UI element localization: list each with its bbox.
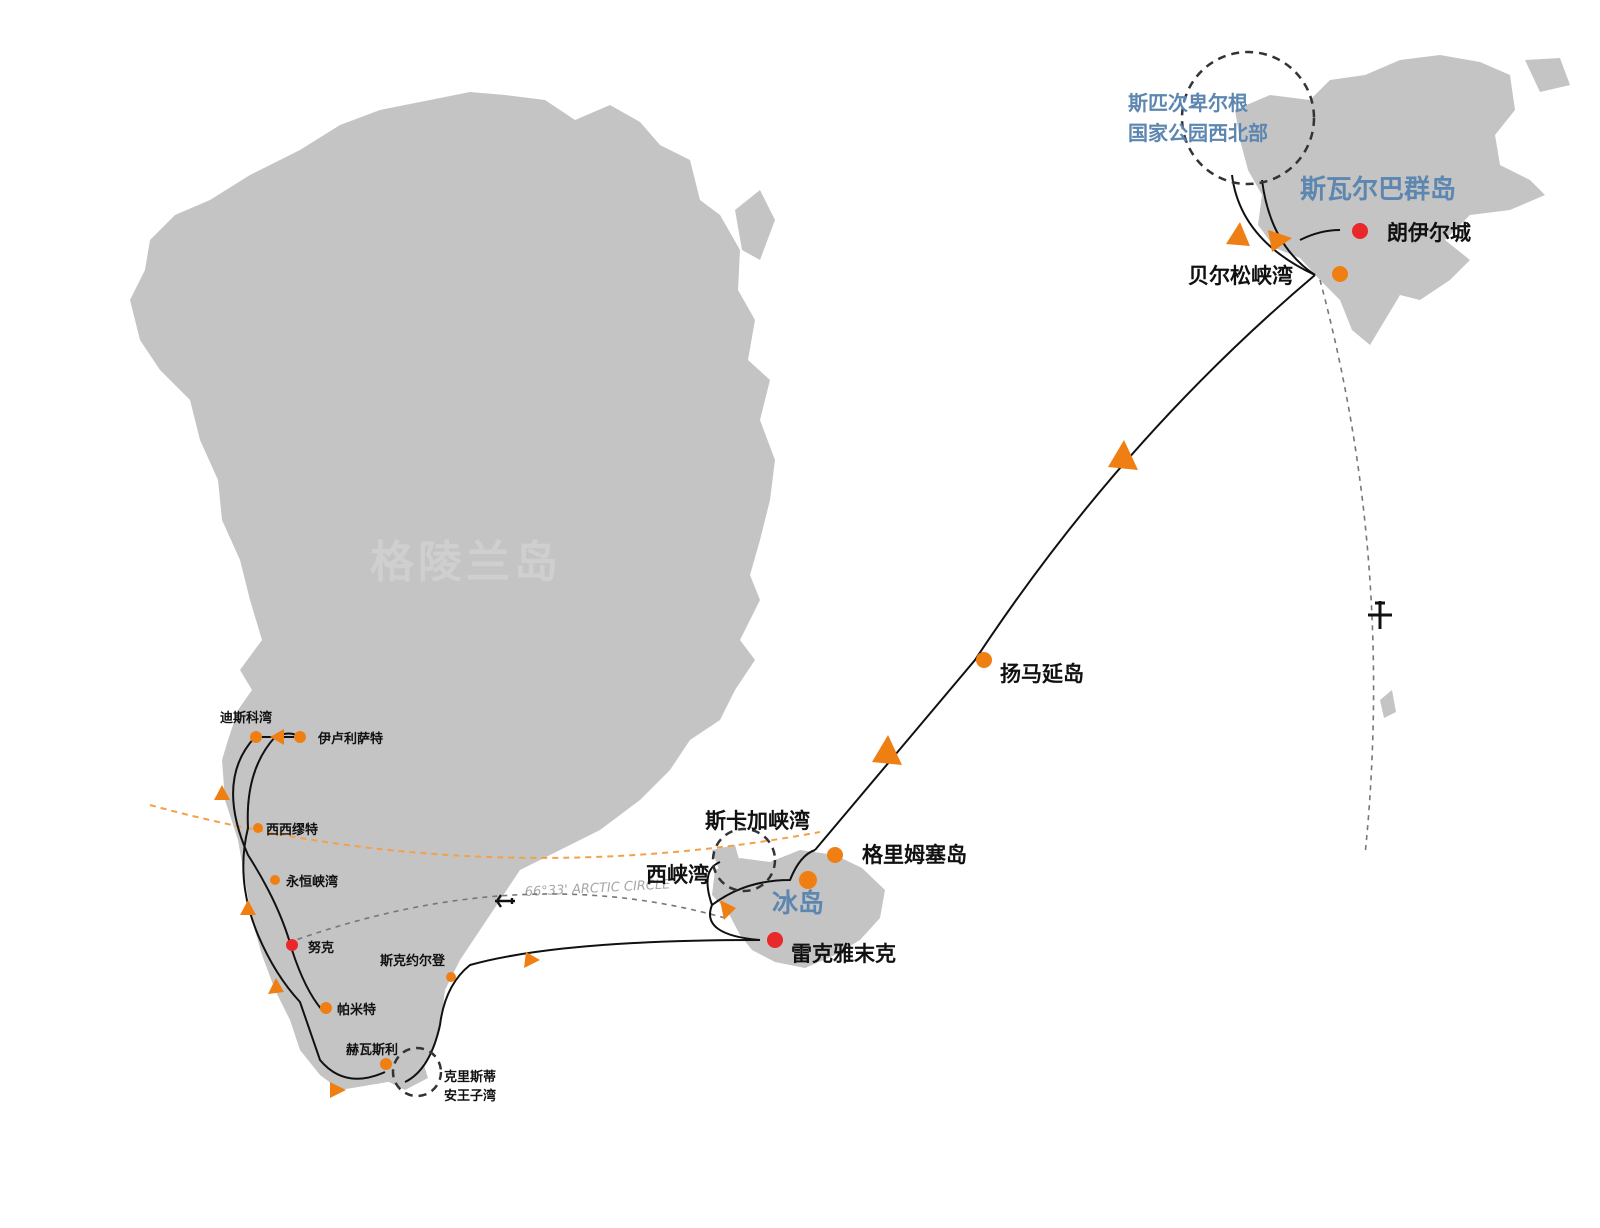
svalbard-label: 斯瓦尔巴群岛 [1300, 174, 1456, 205]
place-ilulissat: 伊卢利萨特 [317, 731, 383, 747]
place-skjoldungen: 斯克约尔登 [380, 953, 446, 969]
place-prince-christian-line2: 安王子湾 [444, 1088, 496, 1104]
flight-svalbard-south [1319, 279, 1375, 856]
place-jan-mayen: 扬马延岛 [1000, 662, 1084, 686]
place-nw-park-line2: 国家公园西北部 [1128, 121, 1268, 145]
place-longyearbyen: 朗伊尔城 [1387, 221, 1471, 245]
airplane-icon [1368, 601, 1392, 629]
dashed-ring-icon [711, 827, 777, 893]
place-westfjords: 西峡湾 [646, 863, 709, 887]
dashed-ring-icon [391, 1046, 443, 1098]
place-reykjavik: 雷克雅末克 [791, 942, 896, 966]
dashed-ring-icon [1180, 50, 1316, 186]
place-nuuk: 努克 [308, 940, 334, 956]
greenland-label: 格陵兰岛 [370, 537, 562, 588]
iceland-landmass [712, 845, 885, 968]
place-prince-christian: 克里斯蒂 [444, 1069, 496, 1085]
place-qaqortoq: 赫瓦斯利 [346, 1042, 398, 1058]
airplane-icon [495, 894, 515, 908]
place-sisimiut: 西西缪特 [266, 822, 318, 838]
place-grimsey: 格里姆塞岛 [862, 843, 967, 867]
place-scoresby: 斯卡加峡湾 [705, 809, 810, 833]
svalbard-landmass [1235, 55, 1570, 718]
place-eternity-fjord: 永恒峡湾 [285, 874, 338, 890]
place-disko-bay: 迪斯科湾 [220, 710, 272, 726]
greenland-landmass [130, 92, 775, 1090]
flight-reykjavik-nuuk [289, 893, 726, 943]
place-paamiut: 帕米特 [337, 1002, 376, 1018]
place-nw-park: 斯匹次卑尔根 [1128, 91, 1248, 115]
place-bellsund: 贝尔松峡湾 [1188, 264, 1293, 288]
route-stops [250, 223, 1368, 1070]
iceland-label: 冰岛 [772, 888, 824, 919]
direction-arrow-icon [214, 222, 1292, 1098]
